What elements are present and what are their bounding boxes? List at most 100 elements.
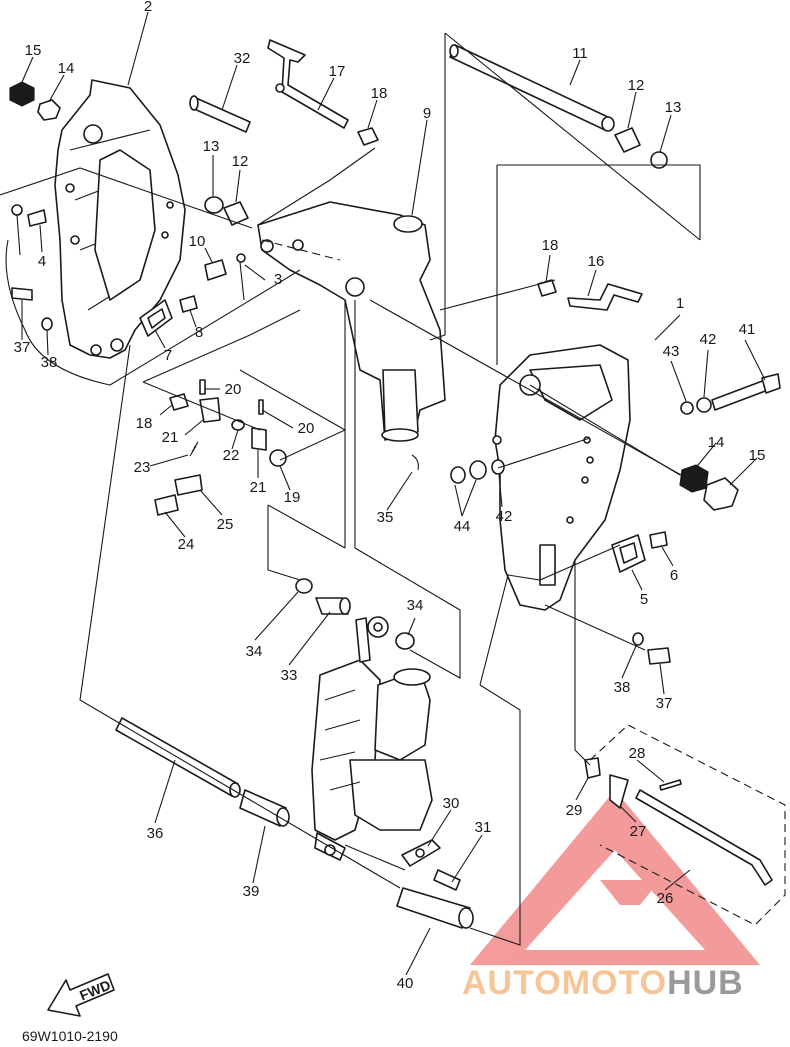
- bolt-37b: [647, 647, 671, 665]
- callout-27: 27: [630, 823, 647, 840]
- callout-14: 14: [58, 60, 75, 77]
- callout-44: 44: [454, 518, 471, 535]
- callout-15: 15: [749, 447, 766, 464]
- plate-7: [139, 299, 173, 337]
- bush-34a: [295, 578, 313, 594]
- washer-44a: [450, 466, 466, 484]
- nut-18c: [169, 393, 189, 411]
- fwd-label: FWD: [77, 977, 113, 1004]
- bolt-37a: [11, 287, 33, 301]
- washer-38b: [632, 632, 644, 646]
- callout-13: 13: [203, 138, 220, 155]
- callout-20: 20: [298, 420, 315, 437]
- callout-29: 29: [566, 802, 583, 819]
- bolt-29: [584, 757, 601, 779]
- callout-37: 37: [656, 695, 673, 712]
- callout-18: 18: [542, 237, 559, 254]
- callout-1: 1: [676, 295, 684, 312]
- callout-6: 6: [670, 567, 678, 584]
- callout-30: 30: [443, 795, 460, 812]
- callout-41: 41: [739, 321, 756, 338]
- lead-wire-left: [11, 204, 23, 256]
- callout-33: 33: [281, 667, 298, 684]
- bolt-24: [154, 494, 179, 516]
- washer-44b: [469, 460, 487, 480]
- callout-42: 42: [496, 508, 513, 525]
- callout-40: 40: [397, 975, 414, 992]
- tilt-shaft: [449, 44, 615, 132]
- callout-34: 34: [407, 597, 424, 614]
- callout-21: 21: [250, 479, 267, 496]
- callout-3: 3: [274, 271, 282, 288]
- callout-numbers: 2 15 14 32 17 18 9 11 12 13 13 12 10 3 4…: [14, 0, 766, 992]
- callout-15: 15: [25, 42, 42, 59]
- nut-18b: [537, 279, 557, 297]
- collar-33: [315, 597, 351, 615]
- bolt-8: [179, 295, 198, 313]
- pin-32: [189, 95, 251, 133]
- washer-38a: [41, 317, 53, 331]
- bolt-31: [433, 869, 461, 891]
- pin-20a: [199, 379, 206, 395]
- washer-42a: [696, 397, 712, 413]
- nut-15b: [703, 477, 739, 511]
- callout-18: 18: [136, 415, 153, 432]
- callout-28: 28: [629, 745, 646, 762]
- bush-34b: [395, 632, 415, 650]
- callout-38: 38: [614, 679, 631, 696]
- swivel-bracket-right: [492, 344, 631, 611]
- callout-10: 10: [189, 233, 206, 250]
- callout-5: 5: [640, 591, 648, 608]
- washer-42b: [491, 459, 505, 475]
- callout-19: 19: [284, 489, 301, 506]
- watermark-logo: AUTOMOTOHUB: [462, 964, 744, 1003]
- pin-20b: [258, 399, 264, 415]
- washer-14a: [37, 99, 61, 121]
- nut-18a: [357, 127, 379, 146]
- callout-21: 21: [162, 429, 179, 446]
- bolt-41: [711, 373, 781, 411]
- nut-19: [269, 449, 287, 467]
- washer-43: [680, 401, 694, 415]
- callout-14: 14: [708, 434, 725, 451]
- drawing-code: 69W1010-2190: [22, 1028, 118, 1044]
- bracket-30: [401, 839, 441, 867]
- pipe-40: [396, 887, 474, 929]
- callout-37: 37: [14, 339, 31, 356]
- nut-14b: [679, 464, 709, 493]
- callout-7: 7: [164, 347, 172, 364]
- callout-16: 16: [588, 253, 605, 270]
- callout-35: 35: [377, 509, 394, 526]
- callout-23: 23: [134, 459, 151, 476]
- bolt-4: [27, 209, 47, 227]
- callout-38: 38: [41, 354, 58, 371]
- callout-22: 22: [223, 447, 240, 464]
- spring-23: [189, 441, 199, 457]
- callout-39: 39: [243, 883, 260, 900]
- lever-16: [567, 283, 643, 311]
- bush-12b: [614, 127, 641, 153]
- callout-17: 17: [329, 63, 346, 80]
- bolt-6: [649, 531, 668, 549]
- watermark-text-2: HUB: [667, 964, 744, 1002]
- callout-2: 2: [144, 0, 152, 15]
- fwd-arrow-icon: FWD: [47, 973, 115, 1017]
- bracket-21b: [251, 427, 267, 451]
- callout-13: 13: [665, 99, 682, 116]
- tilt-cylinder-assembly: [311, 616, 433, 861]
- callout-36: 36: [147, 825, 164, 842]
- lead-wire-3: [236, 253, 246, 301]
- callout-20: 20: [225, 381, 242, 398]
- callout-12: 12: [232, 153, 249, 170]
- callout-4: 4: [38, 253, 46, 270]
- callout-32: 32: [234, 50, 251, 67]
- callout-9: 9: [423, 105, 431, 122]
- nut-15a: [9, 81, 35, 107]
- callout-43: 43: [663, 343, 680, 360]
- pin-28: [659, 779, 682, 791]
- clamp-bracket-left: [54, 79, 186, 359]
- grease-nipple-10: [204, 259, 227, 281]
- callout-31: 31: [475, 819, 492, 836]
- callout-18: 18: [371, 85, 388, 102]
